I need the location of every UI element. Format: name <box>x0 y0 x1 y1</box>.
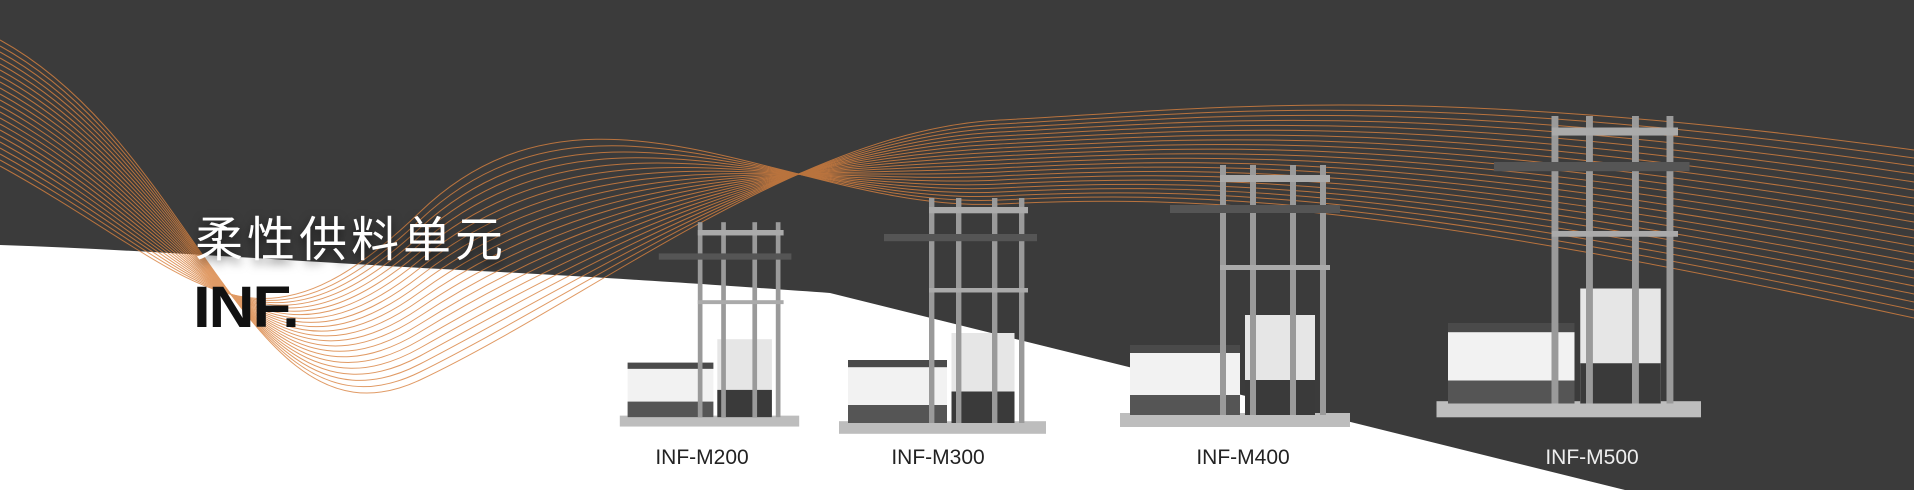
product-label-m300[interactable]: INF-M300 <box>891 446 985 469</box>
machine-m500-tray <box>1494 162 1690 172</box>
machine-m200-arm <box>697 230 784 236</box>
brand-logo: INF. <box>193 275 300 340</box>
machine-m500-arm <box>1551 127 1678 136</box>
machine-m300-base <box>839 421 1046 434</box>
machine-m400-post-3 <box>1320 165 1326 415</box>
machine-m200-base <box>619 415 800 427</box>
machine-m300-post-1 <box>956 198 962 423</box>
product-label-m400[interactable]: INF-M400 <box>1196 446 1290 469</box>
machine-m200-tray <box>658 253 792 260</box>
machine-m200-crossbar <box>697 300 784 305</box>
machine-m400-post-2 <box>1290 165 1296 415</box>
page-title: 柔性供料单元 <box>195 212 508 268</box>
product-label-m500[interactable]: INF-M500 <box>1545 446 1639 469</box>
machine-m500-bin-bottom <box>1448 380 1575 404</box>
machine-m400-arm <box>1220 175 1330 182</box>
machine-m200-feeder-base <box>717 389 772 418</box>
machine-m200-post-0 <box>697 222 703 418</box>
machine-m500-feeder-base <box>1580 363 1661 404</box>
orange-wave-lines <box>0 39 1914 394</box>
machine-m200-post-3 <box>775 222 781 418</box>
machine-m500-post-2 <box>1632 116 1639 404</box>
machine-m400-base <box>1120 413 1350 427</box>
machine-m400-feeder-base <box>1245 380 1315 415</box>
white-region <box>0 245 1625 490</box>
machine-m500-post-1 <box>1586 116 1593 404</box>
machine-m200-post-1 <box>721 222 726 418</box>
machine-m300-bin-bottom <box>848 405 947 423</box>
machine-m500-post-0 <box>1551 116 1559 404</box>
machine-m300-post-0 <box>929 198 935 423</box>
machine-m200-bin-rim <box>627 362 714 369</box>
machines <box>619 116 1701 434</box>
machine-m300-feeder-base <box>951 391 1015 423</box>
machine-m400-tray <box>1170 205 1340 213</box>
machine-m500-base <box>1436 401 1701 418</box>
machine-m300-crossbar <box>929 288 1028 293</box>
machine-m400-post-0 <box>1220 165 1226 415</box>
machine-m300-bin-rim <box>848 360 947 368</box>
machine-m500-bin-rim <box>1448 323 1575 333</box>
machine-m300-arm <box>929 207 1028 214</box>
machine-m300-post-3 <box>1019 198 1025 423</box>
machine-m300-tray <box>884 234 1037 242</box>
machine-m400-post-1 <box>1250 165 1256 415</box>
machine-m200-post-2 <box>752 222 758 418</box>
machine-m400-crossbar <box>1220 265 1330 270</box>
machine-m500-post-3 <box>1666 116 1674 404</box>
machine-m200-bin-bottom <box>627 401 714 418</box>
machine-m400-bin-rim <box>1130 345 1240 353</box>
machine-m300-post-2 <box>992 198 998 423</box>
machine-m400-bin-bottom <box>1130 395 1240 415</box>
machine-m500-crossbar <box>1551 231 1678 237</box>
product-label-m200[interactable]: INF-M200 <box>655 446 749 469</box>
